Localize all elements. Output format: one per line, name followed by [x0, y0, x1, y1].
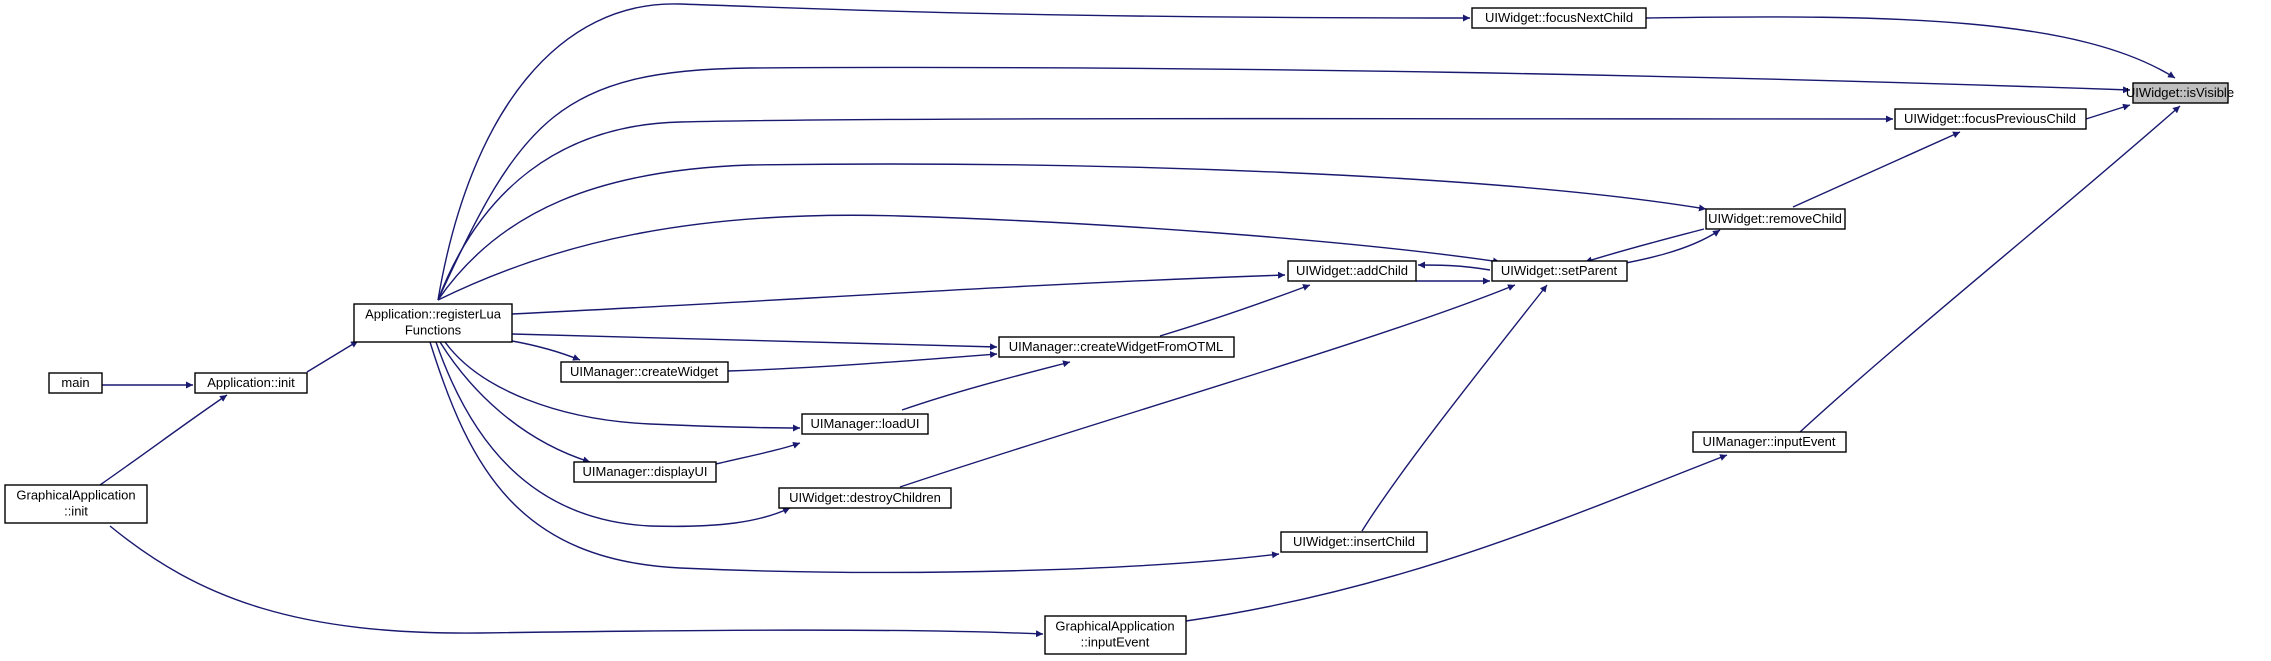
node-label: GraphicalApplication — [1055, 618, 1174, 633]
node-gfxInit[interactable]: GraphicalApplication ::init — [4, 484, 148, 524]
edge-destroyChildren-setParent — [899, 284, 1516, 488]
node-insertChild[interactable]: UIWidget::insertChild — [1280, 531, 1428, 553]
node-createWidget[interactable]: UIManager::createWidget — [560, 361, 729, 383]
node-label: ::inputEvent — [1081, 634, 1150, 649]
edge-gfxInit-gfxInputEvent — [109, 525, 1044, 638]
edge-gfxInit-appInit — [99, 394, 228, 486]
node-createWidgetFromOTML[interactable]: UIManager::createWidgetFromOTML — [998, 336, 1235, 358]
node-label: UIWidget::focusNextChild — [1485, 10, 1633, 25]
node-setParent[interactable]: UIWidget::setParent — [1491, 260, 1628, 282]
node-label: UIManager::inputEvent — [1703, 434, 1836, 449]
node-displayUI[interactable]: UIManager::displayUI — [573, 461, 717, 483]
edge-createWidgetFromOTML-addChild — [1159, 284, 1311, 337]
edge-loadUI-createWidgetFromOTML — [901, 360, 1071, 411]
node-destroyChildren[interactable]: UIWidget::destroyChildren — [778, 487, 952, 509]
node-label: UIWidget::isVisible — [2126, 85, 2234, 100]
edge-registerLua-removeChild — [437, 163, 1707, 301]
node-focusNextChild[interactable]: UIWidget::focusNextChild — [1471, 7, 1647, 29]
edge-insertChild-setParent — [1361, 284, 1548, 532]
edge-registerLua-addChild — [511, 271, 1286, 315]
edge-removeChild-setParent — [1584, 228, 1705, 264]
edge-displayUI-loadUI — [715, 442, 801, 465]
node-label: main — [61, 375, 89, 390]
node-registerLua[interactable]: Application::registerLua Functions — [353, 303, 513, 343]
edge-setParent-addChild — [1417, 261, 1491, 271]
node-addChild[interactable]: UIWidget::addChild — [1287, 260, 1417, 282]
edge-registerLua-setParent — [437, 214, 1501, 301]
node-focusPreviousChild[interactable]: UIWidget::focusPreviousChild — [1894, 108, 2087, 130]
edge-gfxInputEvent-inputEventMgr — [1185, 454, 1728, 622]
edge-inputEventMgr-isVisible — [1799, 105, 2181, 433]
node-label: UIWidget::focusPreviousChild — [1904, 111, 2076, 126]
node-label: UIManager::createWidgetFromOTML — [1009, 339, 1224, 354]
edge-focusNextChild-isVisible — [1645, 16, 2176, 79]
node-label: Functions — [405, 322, 462, 337]
node-label: UIWidget::addChild — [1296, 263, 1408, 278]
node-label: ::init — [64, 503, 88, 518]
node-inputEventMgr[interactable]: UIManager::inputEvent — [1692, 431, 1847, 453]
edge-createWidget-createWidgetFromOTML — [727, 351, 998, 372]
node-label: Application::init — [207, 375, 295, 390]
node-isVisible[interactable]: UIWidget::isVisible — [2126, 82, 2234, 104]
edge-registerLua-loadUI — [444, 341, 801, 432]
node-gfxInputEvent[interactable]: GraphicalApplication ::inputEvent — [1044, 615, 1187, 655]
node-loadUI[interactable]: UIManager::loadUI — [801, 413, 929, 435]
edge-registerLua-createWidgetFromOTML — [511, 333, 998, 351]
edge-removeChild-focusPreviousChild — [1792, 131, 1961, 208]
node-label: UIWidget::removeChild — [1708, 211, 1842, 226]
node-label: UIManager::displayUI — [583, 464, 708, 479]
edge-registerLua-focusNextChild — [437, 3, 1471, 301]
edges — [99, 3, 2181, 638]
node-label: UIManager::loadUI — [810, 416, 919, 431]
edge-registerLua-createWidget — [511, 340, 581, 361]
edge-registerLua-insertChild — [429, 341, 1280, 574]
node-label: UIManager::createWidget — [570, 364, 719, 379]
nodes: UIWidget::isVisible UIWidget::focusNextC… — [4, 7, 2234, 655]
edge-registerLua-focusPreviousChild — [437, 115, 1894, 301]
node-label: UIWidget::setParent — [1501, 263, 1618, 278]
node-appInit[interactable]: Application::init — [194, 372, 308, 394]
node-main[interactable]: main — [48, 372, 103, 394]
edge-registerLua-isVisible — [437, 66, 2131, 301]
node-label: UIWidget::insertChild — [1293, 534, 1415, 549]
edge-registerLua-destroyChildren — [435, 341, 791, 528]
edge-registerLua-displayUI — [439, 341, 591, 464]
node-label: UIWidget::destroyChildren — [789, 490, 941, 505]
edge-focusPreviousChild-isVisible — [2085, 103, 2131, 120]
node-label: Application::registerLua — [365, 306, 502, 321]
node-label: GraphicalApplication — [16, 487, 135, 502]
node-removeChild[interactable]: UIWidget::removeChild — [1705, 208, 1846, 230]
edge-appInit-registerLua — [306, 340, 359, 373]
